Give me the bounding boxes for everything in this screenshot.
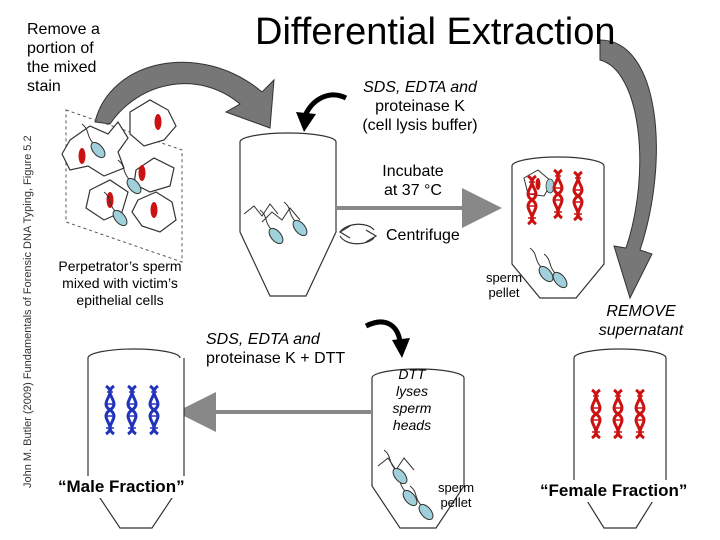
sds-dtt-label: SDS, EDTA and proteinase K + DTT <box>206 330 345 368</box>
tube-male <box>88 349 184 528</box>
label-line: pellet <box>428 495 484 510</box>
sperm-pellet-label-top: sperm pellet <box>474 270 534 300</box>
label-line: heads <box>384 417 440 434</box>
label-line: proteinase K + DTT <box>206 349 345 368</box>
mixed-stain-sample <box>40 100 182 262</box>
curved-arrow-icon <box>366 322 410 358</box>
label-line: Perpetrator’s sperm <box>40 258 200 275</box>
label-line: Remove a <box>27 20 100 39</box>
female-fraction-label: “Female Fraction” <box>536 480 691 502</box>
curved-arrow-icon <box>296 95 346 132</box>
male-fraction-label: “Male Fraction” <box>50 476 193 498</box>
dtt-lyses-label: DTT lyses sperm heads <box>384 366 440 434</box>
centrifuge-label: Centrifuge <box>386 226 460 245</box>
label-line: (cell lysis buffer) <box>340 116 500 135</box>
label-line: proteinase K <box>340 97 500 116</box>
page-title: Differential Extraction <box>255 10 615 54</box>
label-line: sperm <box>428 480 484 495</box>
label-line: REMOVE <box>586 302 696 321</box>
incubate-label: Incubate at 37 °C <box>368 162 458 200</box>
label-line: mixed with victim’s <box>40 275 200 292</box>
label-line: pellet <box>474 285 534 300</box>
label-line: epithelial cells <box>40 292 200 309</box>
label-line: at 37 °C <box>368 181 458 200</box>
label-line: SDS, EDTA and <box>206 330 345 349</box>
label-line: portion of <box>27 39 100 58</box>
remove-portion-label: Remove a portion of the mixed stain <box>27 20 100 96</box>
label-line: stain <box>27 77 100 96</box>
label-line: supernatant <box>586 321 696 340</box>
label-line: sperm <box>474 270 534 285</box>
figure-credit: John M. Butler (2009) Fundamentals of Fo… <box>21 88 35 488</box>
curved-arrow-icon <box>95 62 274 128</box>
label-line: lyses <box>384 383 440 400</box>
perpetrator-label: Perpetrator’s sperm mixed with victim’s … <box>40 258 200 309</box>
curved-arrow-icon <box>600 40 656 298</box>
centrifuge-icon <box>340 224 376 244</box>
tube-1 <box>240 133 336 296</box>
lysis-buffer-label: SDS, EDTA and proteinase K (cell lysis b… <box>340 78 500 135</box>
label-line: Incubate <box>368 162 458 181</box>
sperm-pellet-label-bottom: sperm pellet <box>428 480 484 510</box>
label-line: sperm <box>384 400 440 417</box>
label-line: DTT <box>384 366 440 383</box>
remove-supernatant-label: REMOVE supernatant <box>586 302 696 340</box>
label-line: SDS, EDTA and <box>340 78 500 97</box>
label-line: the mixed <box>27 58 100 77</box>
